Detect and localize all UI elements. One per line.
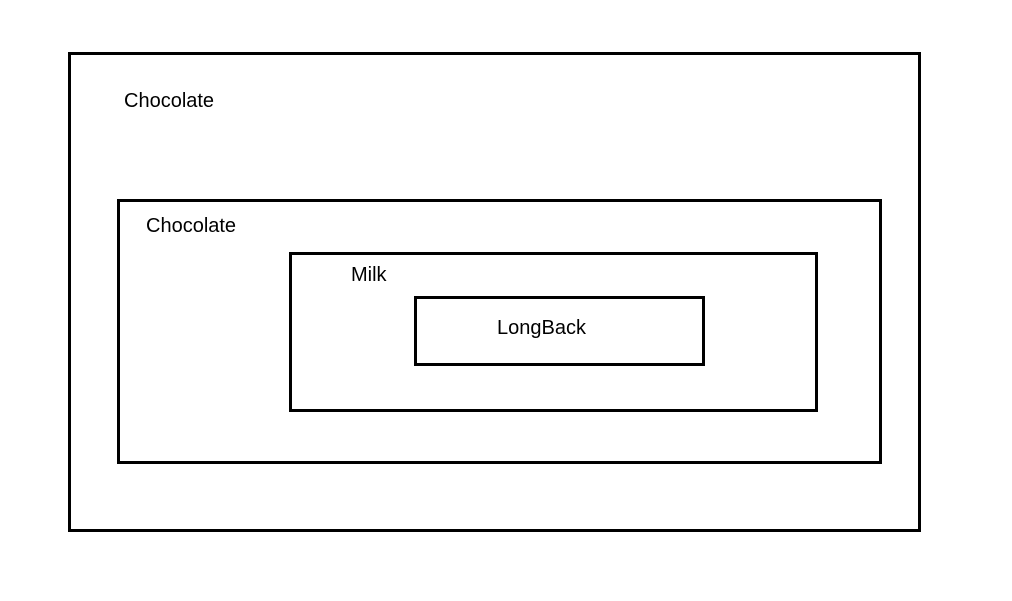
third-box-label: Milk — [351, 264, 387, 286]
outer-box-label: Chocolate — [124, 90, 215, 112]
inner-box — [414, 296, 705, 366]
second-box-label: Chocolate — [146, 215, 237, 237]
inner-box-label: LongBack — [497, 317, 586, 339]
outer-box — [68, 52, 921, 532]
third-box — [289, 252, 818, 412]
second-box — [117, 199, 882, 464]
